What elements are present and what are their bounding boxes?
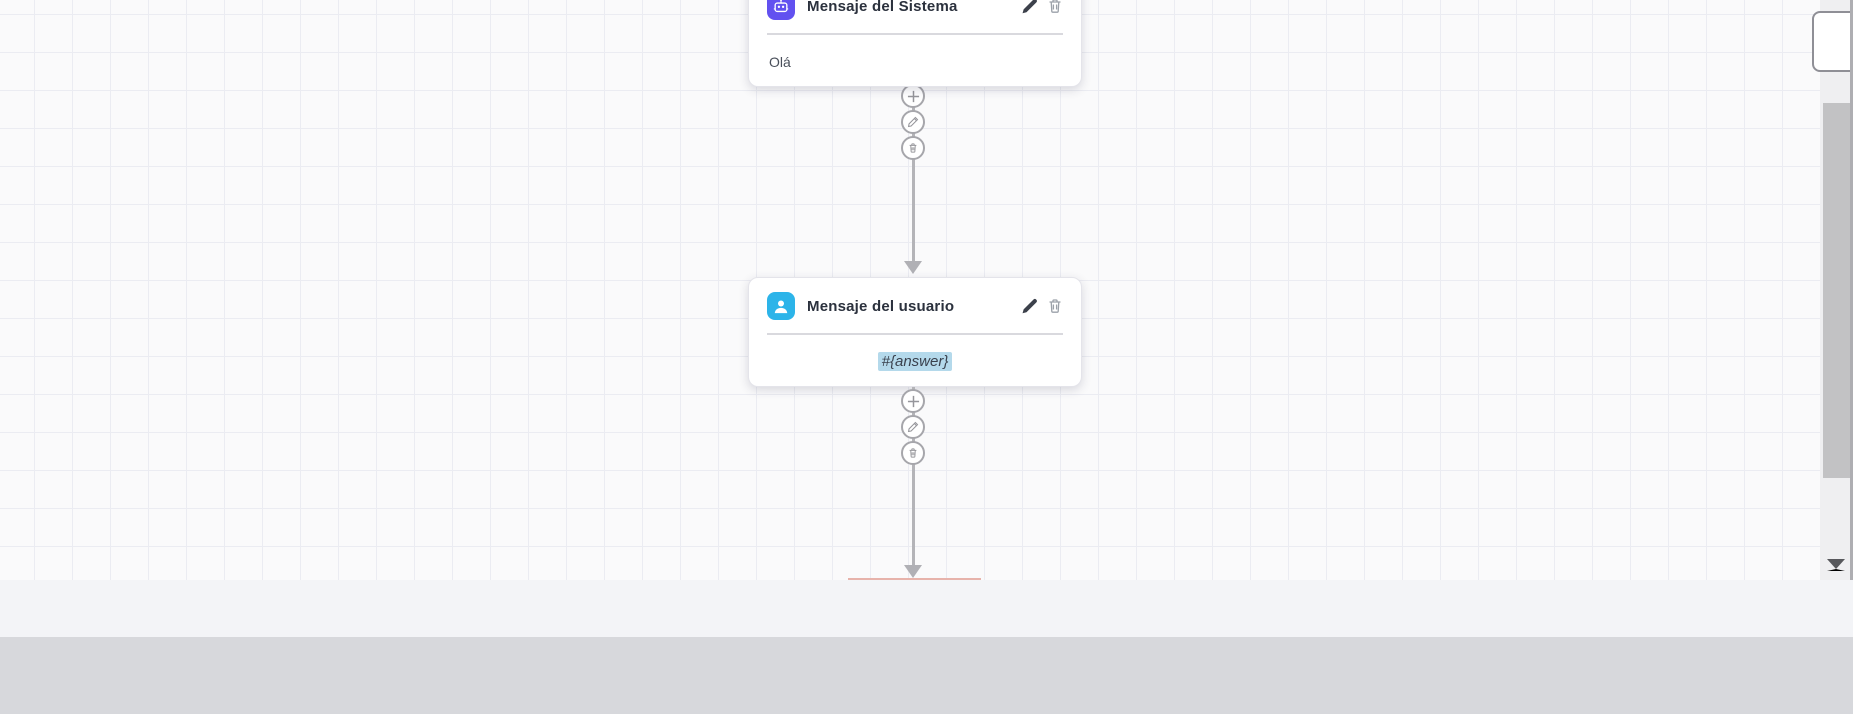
node-content-text: Olá: [769, 53, 791, 70]
pencil-icon: [907, 116, 919, 128]
variable-chip: #{answer}: [877, 352, 953, 371]
node-title: Mensaje del usuario: [807, 297, 955, 315]
scroll-down-arrow-icon[interactable]: [1827, 559, 1845, 571]
add-node-button[interactable]: [901, 389, 925, 413]
flow-canvas[interactable]: Mensaje del Sistema Olá: [0, 0, 1853, 580]
edit-node-button[interactable]: [1020, 0, 1037, 15]
plus-icon: [907, 395, 920, 408]
connector-line: [912, 84, 915, 262]
scrollbar-thumb[interactable]: [1823, 103, 1850, 478]
window-edge: [1850, 0, 1853, 714]
trash-icon: [907, 142, 919, 154]
zoom-panel[interactable]: [1812, 11, 1853, 72]
node-content: Olá: [749, 35, 1081, 88]
trash-icon: [907, 447, 919, 459]
node-user-message[interactable]: Mensaje del usuario #{answer}: [748, 277, 1082, 387]
user-icon: [767, 292, 795, 320]
delete-node-button[interactable]: [1047, 0, 1063, 14]
bottom-strip: [0, 580, 1853, 637]
plus-icon: [907, 90, 920, 103]
node-header: Mensaje del Sistema: [749, 0, 1081, 20]
edit-node-button[interactable]: [1020, 298, 1037, 315]
delete-connector-button[interactable]: [901, 441, 925, 465]
pencil-icon: [907, 421, 919, 433]
node-content: #{answer}: [749, 335, 1081, 388]
add-node-button[interactable]: [901, 84, 925, 108]
node-system-message[interactable]: Mensaje del Sistema Olá: [748, 0, 1082, 87]
delete-node-button[interactable]: [1047, 298, 1063, 314]
delete-connector-button[interactable]: [901, 136, 925, 160]
divider: [767, 33, 1063, 35]
pencil-icon: [1022, 0, 1037, 13]
edit-connector-button[interactable]: [901, 110, 925, 134]
edit-connector-button[interactable]: [901, 415, 925, 439]
arrowhead-icon: [904, 261, 922, 274]
trash-icon: [1049, 0, 1061, 13]
action-toolbar: Editar Apariencia Recargar Salvar Prueba: [0, 637, 1853, 714]
next-node-top-edge: [848, 578, 981, 580]
arrowhead-icon: [904, 565, 922, 578]
bot-icon: [767, 0, 795, 20]
trash-icon: [1049, 299, 1061, 313]
node-title: Mensaje del Sistema: [807, 0, 958, 15]
divider: [767, 333, 1063, 335]
node-header: Mensaje del usuario: [749, 278, 1081, 320]
connector-line: [912, 387, 915, 566]
pencil-icon: [1022, 298, 1037, 313]
